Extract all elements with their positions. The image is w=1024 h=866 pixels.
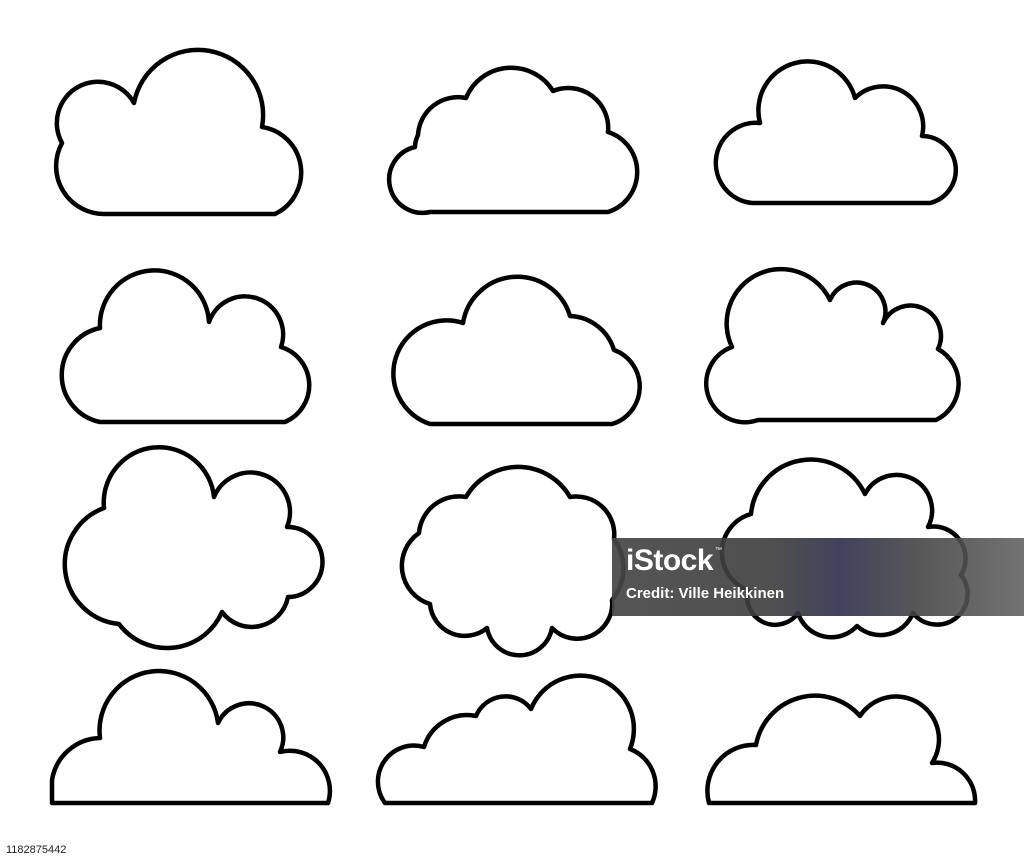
cloud-icon [59,268,312,425]
trademark-symbol: ™ [715,547,722,554]
photo-credit: Credit: Ville Heikkinen [626,585,785,602]
cloud-icon [399,464,626,658]
cloud-icon [704,266,961,425]
cloud-icon [713,59,959,206]
cloud-icon [49,668,333,806]
cloud-icon [386,65,640,216]
cloud-icon [375,673,658,806]
istock-watermark: iStock ™ Credit: Ville Heikkinen [612,538,1024,616]
cloud-icon [62,445,325,651]
istock-logo: iStock [626,544,714,577]
cloud-icon [705,693,978,806]
cloud-icon [53,47,304,217]
stock-image-id: 1182875442 [0,834,92,866]
cloud-icon [391,274,642,427]
